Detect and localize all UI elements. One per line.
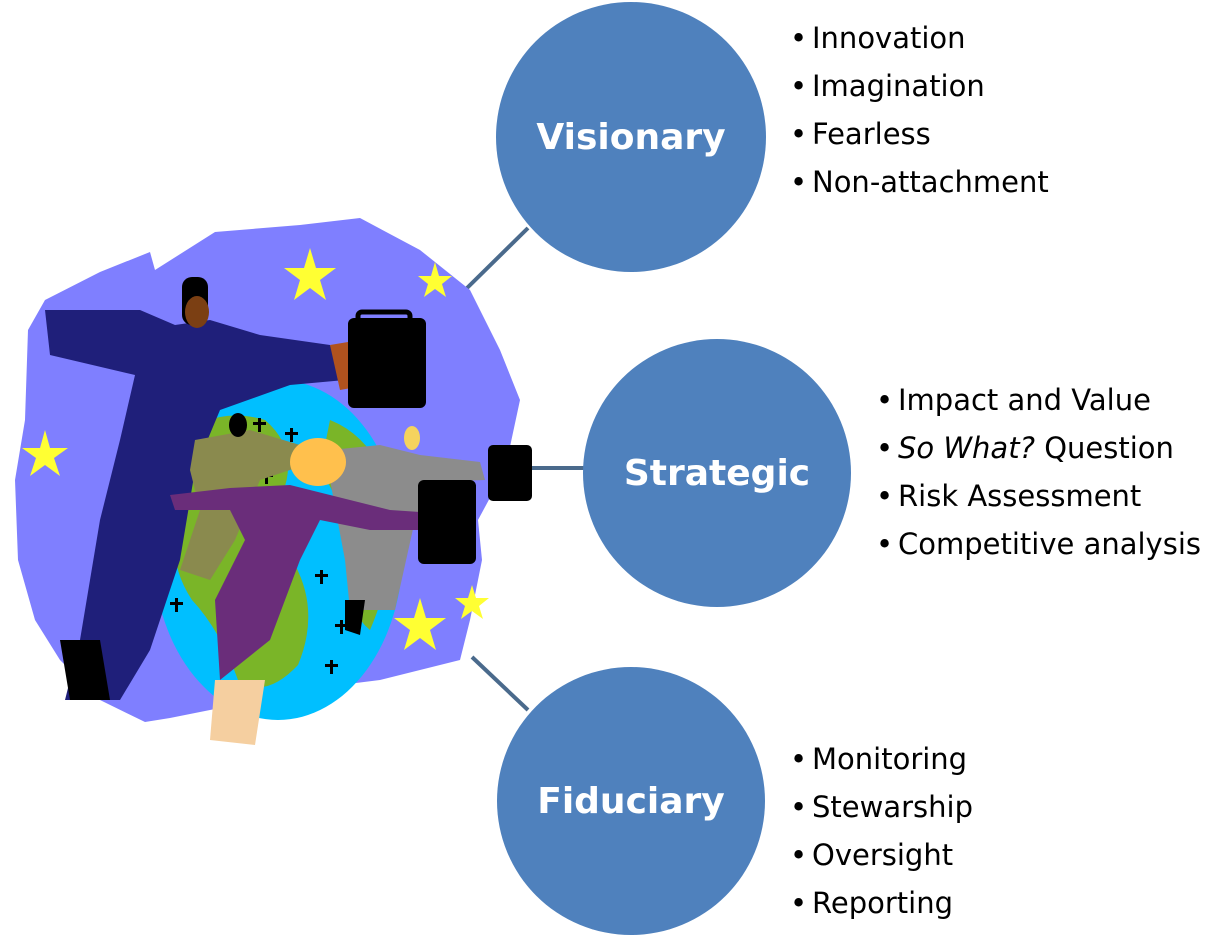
list-item: •Fearless (790, 110, 1049, 158)
bullet: • (790, 838, 808, 872)
list-item: •Imagination (790, 62, 1049, 110)
bullet: • (876, 527, 894, 561)
bullet: • (790, 742, 808, 776)
list-item: •Stewarship (790, 783, 973, 831)
visionary-label: Visionary (536, 116, 726, 158)
stars (22, 248, 489, 650)
fiduciary-label: Fiduciary (537, 780, 725, 822)
bullet: • (790, 69, 808, 103)
list-item: •Innovation (790, 14, 1049, 62)
bullet: • (790, 886, 808, 920)
visionary-list: •Innovation •Imagination •Fearless •Non-… (790, 14, 1049, 206)
connector-visionary (463, 226, 530, 292)
bullet: • (790, 117, 808, 151)
bullet: • (790, 790, 808, 824)
business-people-globe-clipart (15, 218, 532, 745)
bullet: • (876, 383, 894, 417)
list-item: •Risk Assessment (876, 472, 1201, 520)
bullet: • (876, 431, 894, 465)
list-item: •Competitive analysis (876, 520, 1201, 568)
list-item: •Oversight (790, 831, 973, 879)
list-item: •Impact and Value (876, 376, 1201, 424)
purple-businesswoman (170, 438, 476, 745)
strategic-list: •Impact and Value •So What? Question •Ri… (876, 376, 1201, 568)
connector-fiduciary (470, 655, 530, 712)
bullet: • (876, 479, 894, 513)
strategic-node: Strategic (583, 339, 851, 607)
italic-prefix: So What? (898, 431, 1035, 465)
bullet: • (790, 165, 808, 199)
visionary-node: Visionary (496, 2, 766, 272)
strategic-label: Strategic (623, 452, 811, 494)
list-item: •Monitoring (790, 735, 973, 783)
fiduciary-node: Fiduciary (497, 667, 765, 935)
list-item: •Reporting (790, 879, 973, 927)
list-item: •Non-attachment (790, 158, 1049, 206)
olive-businessman (180, 413, 320, 580)
fiduciary-list: •Monitoring •Stewarship •Oversight •Repo… (790, 735, 973, 927)
navy-businessman (45, 277, 426, 700)
bullet: • (790, 21, 808, 55)
list-item: •So What? Question (876, 424, 1201, 472)
